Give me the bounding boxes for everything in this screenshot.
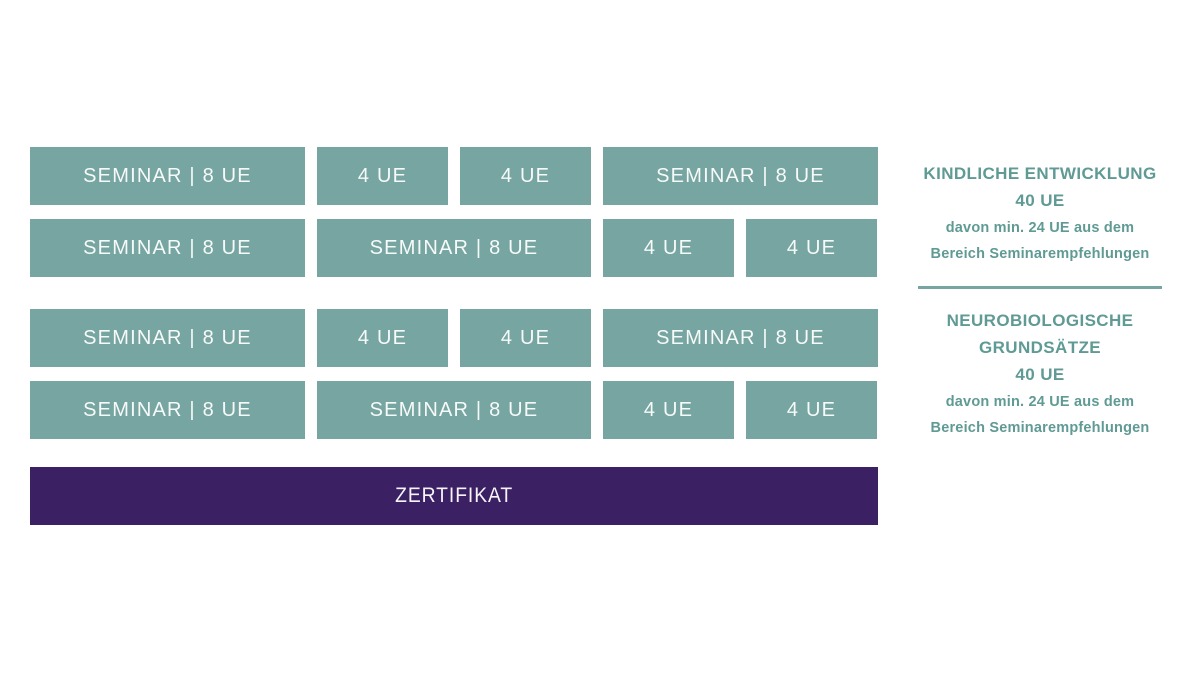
summary-title: KINDLICHE ENTWICKLUNG <box>923 164 1157 183</box>
seminar-box: SEMINAR | 8 UE <box>603 147 878 205</box>
module2-row2: SEMINAR | 8 UE SEMINAR | 8 UE 4 UE 4 UE <box>30 381 877 439</box>
ue-box: 4 UE <box>317 309 448 367</box>
module1-summary: KINDLICHE ENTWICKLUNG 40 UE davon min. 2… <box>890 160 1190 267</box>
seminar-box: SEMINAR | 8 UE <box>603 309 878 367</box>
summary-hours: 40 UE <box>1015 365 1065 384</box>
summary-title: NEUROBIOLOGISCHE <box>946 311 1134 330</box>
module1-row1: SEMINAR | 8 UE 4 UE 4 UE SEMINAR | 8 UE <box>30 147 878 205</box>
certificate-bar: ZERTIFIKAT <box>30 467 878 525</box>
seminar-box: SEMINAR | 8 UE <box>317 219 591 277</box>
ue-box: 4 UE <box>746 219 877 277</box>
ue-box: 4 UE <box>460 309 591 367</box>
summary-note: davon min. 24 UE aus dem <box>945 394 1135 410</box>
seminar-box: SEMINAR | 8 UE <box>30 147 305 205</box>
module2-summary: NEUROBIOLOGISCHE GRUNDSÄTZE 40 UE davon … <box>890 307 1190 441</box>
certificate-label: ZERTIFIKAT <box>395 484 513 507</box>
ue-box: 4 UE <box>603 219 734 277</box>
ue-box: 4 UE <box>746 381 877 439</box>
module1-row2: SEMINAR | 8 UE SEMINAR | 8 UE 4 UE 4 UE <box>30 219 877 277</box>
module2-row1: SEMINAR | 8 UE 4 UE 4 UE SEMINAR | 8 UE <box>30 309 878 367</box>
seminar-box: SEMINAR | 8 UE <box>30 381 305 439</box>
summary-note: Bereich Seminarempfehlungen <box>930 420 1150 436</box>
summary-divider <box>918 286 1162 289</box>
summary-note: davon min. 24 UE aus dem <box>945 220 1135 236</box>
summary-hours: 40 UE <box>1015 191 1065 210</box>
module-summaries: KINDLICHE ENTWICKLUNG 40 UE davon min. 2… <box>890 160 1190 441</box>
summary-title: GRUNDSÄTZE <box>978 338 1102 357</box>
ue-box: 4 UE <box>603 381 734 439</box>
seminar-box: SEMINAR | 8 UE <box>30 309 305 367</box>
summary-note: Bereich Seminarempfehlungen <box>930 246 1150 262</box>
ue-box: 4 UE <box>317 147 448 205</box>
seminar-box: SEMINAR | 8 UE <box>30 219 305 277</box>
seminar-box: SEMINAR | 8 UE <box>317 381 591 439</box>
ue-box: 4 UE <box>460 147 591 205</box>
